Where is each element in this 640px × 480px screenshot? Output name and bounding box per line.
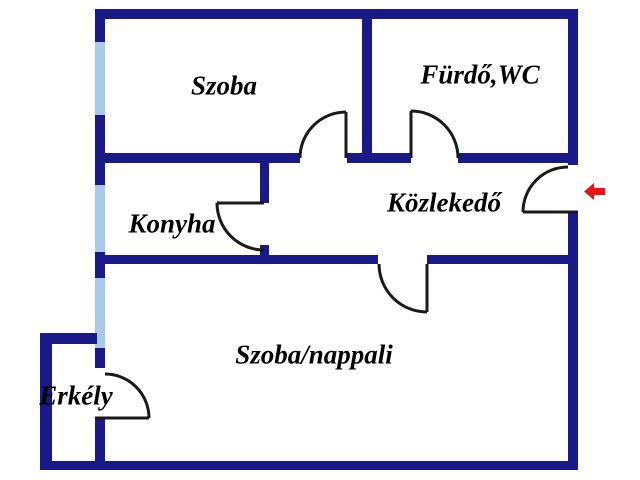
door-entrance bbox=[521, 165, 578, 214]
door-entrance-arc bbox=[521, 165, 569, 213]
door-furdo bbox=[409, 109, 460, 159]
wall-a-seg3 bbox=[458, 153, 578, 163]
window-nappali bbox=[95, 278, 105, 348]
window-konyha bbox=[95, 185, 105, 252]
room-label-kozlekedo: Közlekedő bbox=[387, 187, 501, 218]
window-szoba bbox=[95, 42, 105, 115]
door-nappali-arc bbox=[377, 263, 428, 314]
room-label-konyha: Konyha bbox=[128, 208, 216, 239]
door-nappali bbox=[377, 263, 429, 314]
door-szoba-arc bbox=[298, 110, 347, 159]
door-konyha-arc bbox=[215, 202, 265, 252]
room-label-szoba-nappali: Szoba/nappali bbox=[235, 339, 393, 370]
wall-a-seg2 bbox=[347, 153, 411, 163]
room-label-szoba: Szoba bbox=[190, 70, 258, 101]
wall-a-seg1 bbox=[95, 153, 300, 163]
wall-b-seg1 bbox=[95, 255, 378, 264]
door-szoba bbox=[298, 110, 348, 159]
wall-left-seg1 bbox=[95, 9, 105, 42]
wall-left-seg5 bbox=[95, 417, 105, 470]
wall-left-seg2 bbox=[95, 115, 105, 185]
wall-szoba-furdo bbox=[362, 17, 372, 153]
wall-konyha bbox=[260, 153, 269, 203]
wall-left-seg3 bbox=[95, 252, 105, 278]
room-label-erkely: Erkély bbox=[39, 380, 113, 411]
entrance-arrow-icon bbox=[584, 183, 605, 200]
wall-left-seg4 bbox=[95, 348, 105, 368]
wall-top bbox=[95, 9, 578, 19]
wall-right-upper bbox=[568, 9, 578, 165]
wall-bottom bbox=[40, 461, 578, 470]
door-konyha bbox=[215, 201, 265, 252]
wall-b-seg2 bbox=[427, 255, 578, 264]
wall-right-lower bbox=[568, 211, 578, 470]
room-label-furdo-wc: Fürdő,WC bbox=[420, 59, 540, 90]
door-furdo-arc bbox=[410, 109, 460, 159]
wall-konyha-stub bbox=[260, 245, 269, 264]
wall-balcony-top bbox=[40, 333, 97, 344]
wall-balcony-left bbox=[40, 333, 52, 470]
